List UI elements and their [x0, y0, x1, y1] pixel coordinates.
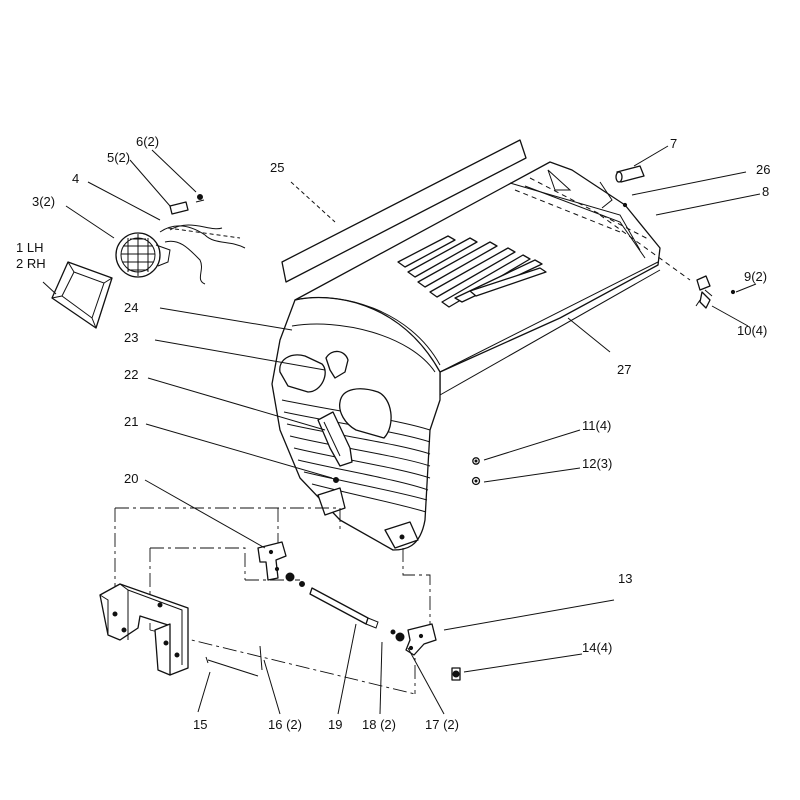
callout-22: 22 — [124, 367, 138, 382]
spacer — [285, 572, 295, 582]
rear-screw — [622, 202, 628, 208]
wire-harness — [159, 224, 246, 285]
grille-bars — [281, 399, 431, 513]
headlight-bezel — [51, 261, 113, 329]
callout-27: 27 — [617, 362, 631, 377]
callout-labels: 1 LH 2 RH 3(2) 4 5(2) 6(2) 7 8 9(2) 10(4… — [16, 134, 770, 732]
headlight-assembly — [51, 194, 246, 329]
callout-2rh: 2 RH — [16, 256, 46, 271]
hinge-right — [405, 623, 437, 656]
callout-12: 12(3) — [582, 456, 612, 471]
callout-4: 4 — [72, 171, 79, 186]
callout-20: 20 — [124, 471, 138, 486]
seal-strip — [281, 139, 527, 283]
callout-8: 8 — [762, 184, 769, 199]
callout-7: 7 — [670, 136, 677, 151]
right-headlight-opening — [339, 388, 392, 439]
hood — [271, 161, 691, 551]
callout-26: 26 — [756, 162, 770, 177]
hinge-rod — [207, 659, 259, 677]
callout-16: 16 (2) — [268, 717, 302, 732]
callout-17: 17 (2) — [425, 717, 459, 732]
callout-5: 5(2) — [107, 150, 130, 165]
leader-lines — [42, 145, 761, 715]
lamp-bracket — [169, 201, 189, 215]
hinge-shaft — [309, 587, 369, 625]
lamp-screw — [197, 194, 203, 200]
hood-emblem — [325, 350, 349, 379]
callout-21: 21 — [124, 414, 138, 429]
frame-bracket — [99, 583, 189, 676]
callout-15: 15 — [193, 717, 207, 732]
hood-latch — [317, 411, 353, 467]
callout-14: 14(4) — [582, 640, 612, 655]
callout-10: 10(4) — [737, 323, 767, 338]
callout-9: 9(2) — [744, 269, 767, 284]
callout-25: 25 — [270, 160, 284, 175]
callout-3: 3(2) — [32, 194, 55, 209]
callout-11: 11(4) — [582, 418, 611, 433]
callout-23: 23 — [124, 330, 138, 345]
hinge-assembly — [99, 507, 461, 695]
hood-vents — [397, 235, 547, 308]
hood-pin — [695, 275, 736, 309]
callout-18: 18 (2) — [362, 717, 396, 732]
cotter-pin — [259, 645, 263, 671]
callout-6: 6(2) — [136, 134, 159, 149]
bushing — [395, 632, 405, 642]
callout-24: 24 — [124, 300, 138, 315]
callout-13: 13 — [618, 571, 632, 586]
hinge-left — [257, 541, 287, 581]
callout-19: 19 — [328, 717, 342, 732]
callout-1lh: 1 LH — [16, 240, 43, 255]
